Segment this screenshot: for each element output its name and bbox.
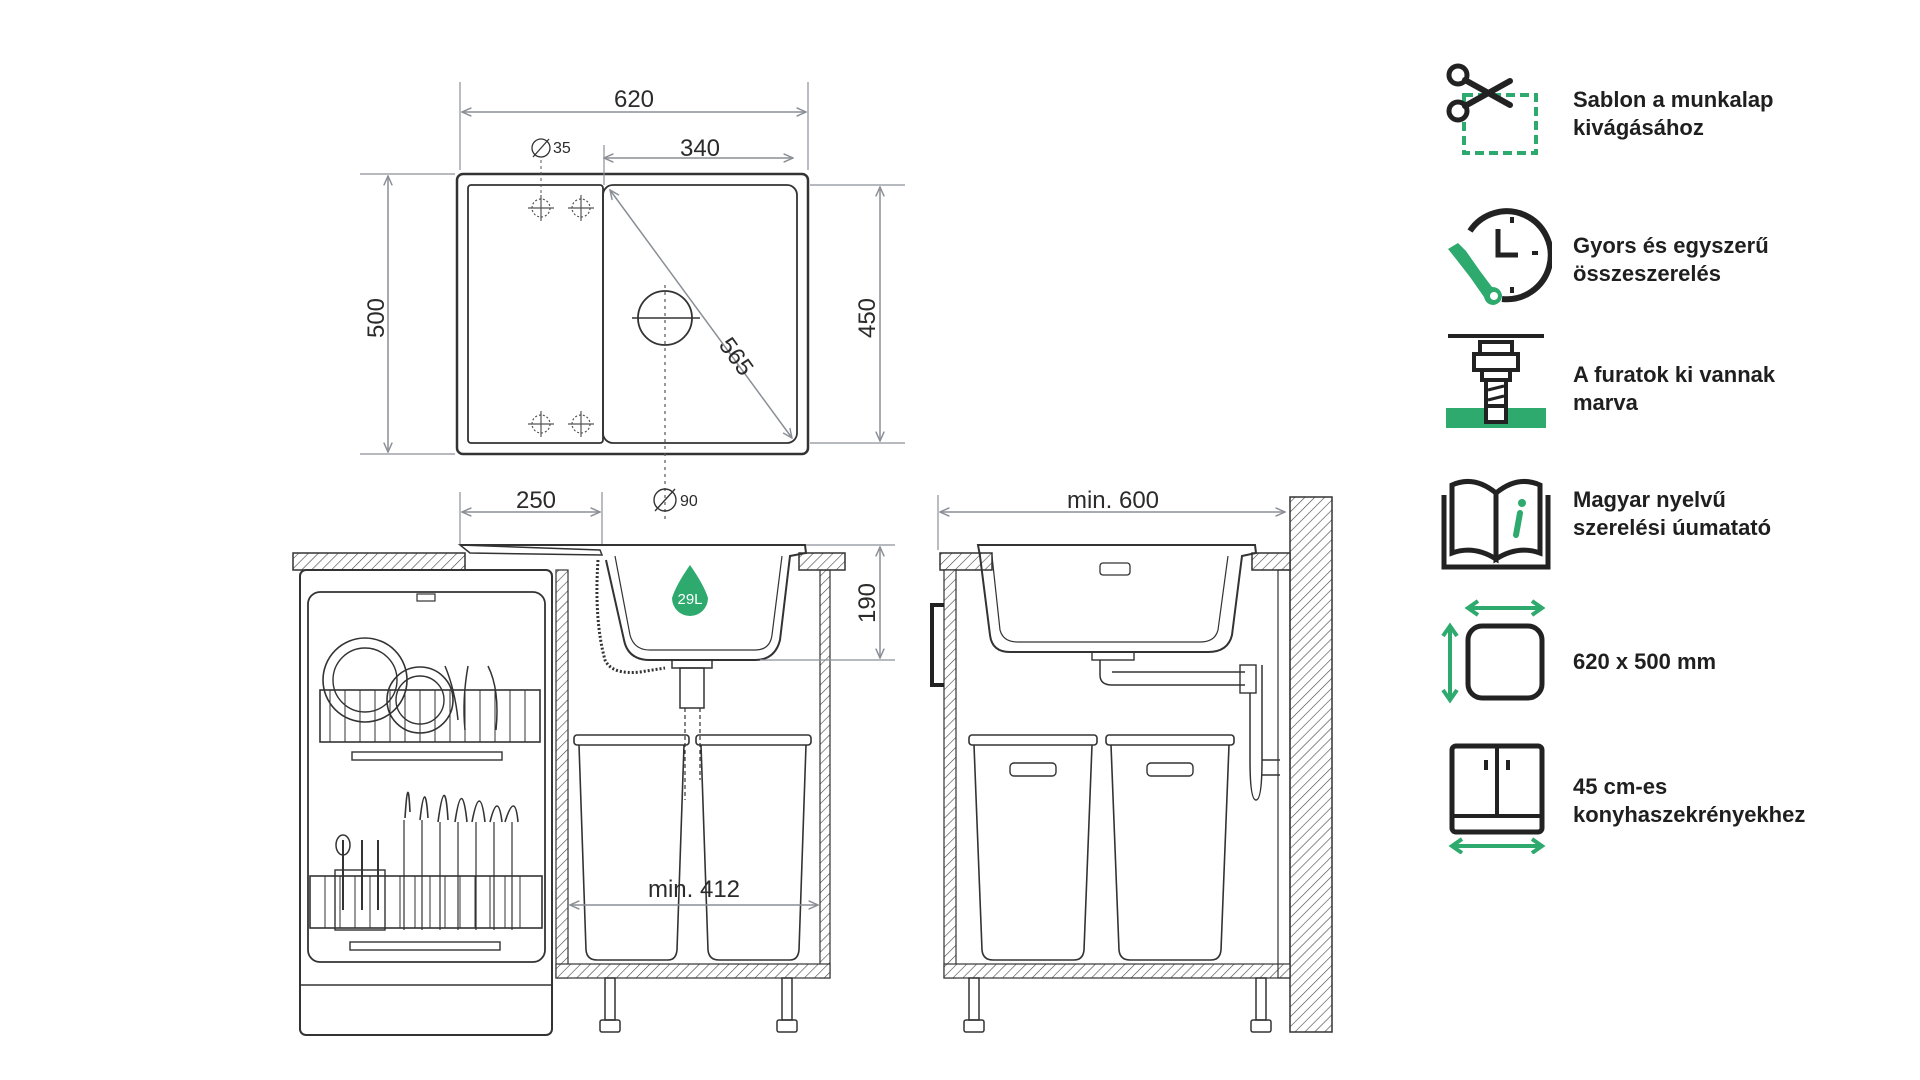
waste-bins-front <box>573 734 812 961</box>
clock-wrench-icon <box>1448 208 1552 305</box>
drill-icon <box>1446 334 1546 428</box>
overall-height-dimension: 500 <box>363 298 390 338</box>
top-view: 565 620 340 35 500 450 90 <box>360 82 905 520</box>
upper-rack <box>319 637 541 761</box>
feature-manual: Magyar nyelvű szerelési úumatató <box>1440 465 1910 575</box>
side-view: min. 600 <box>930 487 1333 1033</box>
waste-bins-side <box>968 734 1235 961</box>
hole-diameter-dimension: 35 <box>553 140 571 157</box>
manual-book-icon <box>1441 478 1551 570</box>
cabinet-min-width-dimension: min. 600 <box>1067 487 1159 514</box>
bowl-depth-dimension: 190 <box>854 583 881 623</box>
cabinet-icon <box>1448 743 1546 854</box>
feature-label: 45 cm-es konyhaszekrényekhez <box>1573 774 1806 827</box>
drainboard-width-dimension: 250 <box>516 487 556 514</box>
basin-width-dimension: 340 <box>680 135 720 162</box>
feature-template: Sablon a munkalap kivágásához <box>1440 55 1910 165</box>
feature-cabinet: 45 cm-es konyhaszekrényekhez <box>1440 742 1910 854</box>
feature-label: Sablon a munkalap kivágásához <box>1573 87 1774 140</box>
drain-diameter-dimension: 90 <box>680 493 698 510</box>
feature-label: 620 x 500 mm <box>1573 649 1717 674</box>
feature-label: Gyors és egyszerű összeszerelés <box>1573 233 1769 286</box>
sink-size-icon <box>1441 599 1546 704</box>
basin-height-dimension: 450 <box>854 298 881 338</box>
cabinet-inner-min-dimension: min. 412 <box>648 876 740 903</box>
feature-assembly: Gyors és egyszerű összeszerelés <box>1440 201 1910 311</box>
feature-drilled: A furatok ki vannak marva <box>1440 330 1910 440</box>
lower-rack <box>309 791 543 951</box>
feature-size: 620 x 500 mm <box>1440 598 1910 708</box>
template-scissors-icon <box>1446 63 1538 155</box>
feature-label: Magyar nyelvű szerelési úumatató <box>1573 487 1772 540</box>
volume-badge: 29L <box>677 591 702 608</box>
front-view: 250 <box>292 487 895 1036</box>
overall-width-dimension: 620 <box>614 86 654 113</box>
feature-label: A furatok ki vannak marva <box>1573 362 1776 415</box>
